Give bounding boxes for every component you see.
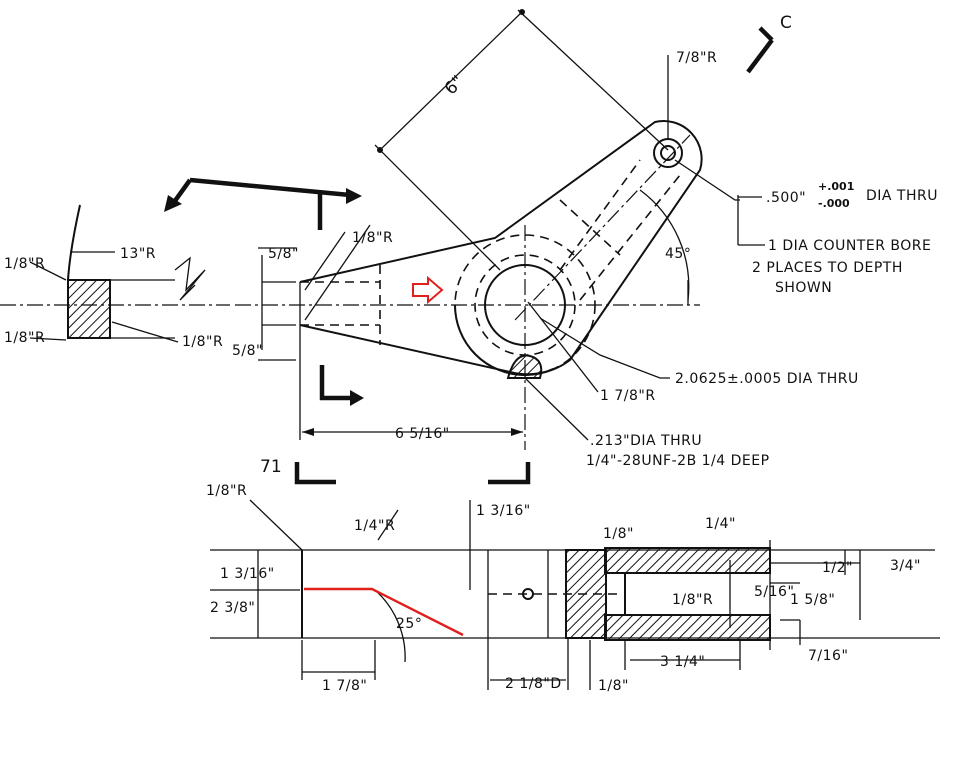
- bottom-7-16-label: 7/16": [808, 648, 848, 664]
- bottom-1-4-label: 1/4": [705, 516, 736, 532]
- small-hole: [653, 138, 683, 168]
- bottom-1-7-8-label: 1 7/8": [322, 678, 367, 694]
- angle-top-label: 45°: [665, 246, 691, 262]
- counterbore-line1: 1 DIA COUNTER BORE: [768, 238, 931, 254]
- bottom-1-5-8-label: 1 5/8": [790, 592, 835, 608]
- section-arrows: [164, 26, 774, 485]
- hole-tol-minus-label: -.000: [818, 197, 850, 210]
- tap-line1-label: .213"DIA THRU: [590, 433, 702, 449]
- lever-top-view: [235, 9, 765, 450]
- hole-dia-suffix-label: DIA THRU: [866, 188, 938, 204]
- bottom-angle-label: 25°: [396, 616, 422, 632]
- pin-radius-label: 7/8"R: [676, 50, 717, 66]
- hole-dia-label: .500": [766, 190, 806, 206]
- bottom-1-3-16-left-label: 1 3/16": [220, 566, 275, 582]
- counterbore-line2: 2 PLACES TO DEPTH: [752, 260, 903, 276]
- bottom-3-1-4-label: 3 1/4": [660, 654, 705, 670]
- taper-radius-label: 1/8"R: [352, 230, 393, 246]
- bottom-2-1-8-d-label: 2 1/8"D: [505, 676, 562, 692]
- taper-top-label: 5/8": [268, 246, 299, 262]
- bottom-r-quarter-label: 1/4"R: [354, 518, 395, 534]
- tap-line2-label: 1/4"-28UNF-2B 1/4 DEEP: [586, 453, 770, 469]
- hub-radius-label: 1 7/8"R: [600, 388, 656, 404]
- bore-dia-label: 2.0625±.0005 DIA THRU: [675, 371, 859, 387]
- left-section-view: [0, 204, 230, 343]
- text-labels: C 7/8"R 6" .500" +.001 -.000 DIA THRU 1 …: [4, 13, 938, 694]
- bottom-1-8-a-label: 1/8": [603, 526, 634, 542]
- left-r-eighth-top-label: 1/8"R: [4, 256, 45, 272]
- bottom-r-eighth-label: 1/8"R: [206, 483, 247, 499]
- bottom-2-3-8-label: 2 3/8": [210, 600, 255, 616]
- overall-length-label: 6": [441, 72, 468, 99]
- length-6-5-16-label: 6 5/16": [395, 426, 450, 442]
- taper-bottom-label: 5/8": [232, 343, 263, 359]
- bottom-1-3-16-top-label: 1 3/16": [476, 503, 531, 519]
- left-radius-13-label: 13"R: [120, 246, 156, 262]
- hole-tol-plus-label: +.001: [818, 180, 854, 193]
- bottom-three-quarter-label: 3/4": [890, 558, 921, 574]
- bottom-side-view: [210, 499, 940, 690]
- bottom-half-label: 1/2": [822, 560, 853, 576]
- left-r-eighth-right-label: 1/8"R: [182, 334, 223, 350]
- bottom-1-8-r-label: 1/8"R: [672, 592, 713, 608]
- section-marker-label: C: [780, 13, 792, 33]
- counterbore-line3: SHOWN: [775, 280, 832, 296]
- red-arrow-icon: [412, 275, 444, 305]
- bottom-1-8-b-label: 1/8": [598, 678, 629, 694]
- page-number: 71: [260, 457, 282, 477]
- bottom-5-16-label: 5/16": [754, 584, 794, 600]
- left-r-eighth-bottom-label: 1/8"R: [4, 330, 45, 346]
- red-annotation: [304, 275, 464, 637]
